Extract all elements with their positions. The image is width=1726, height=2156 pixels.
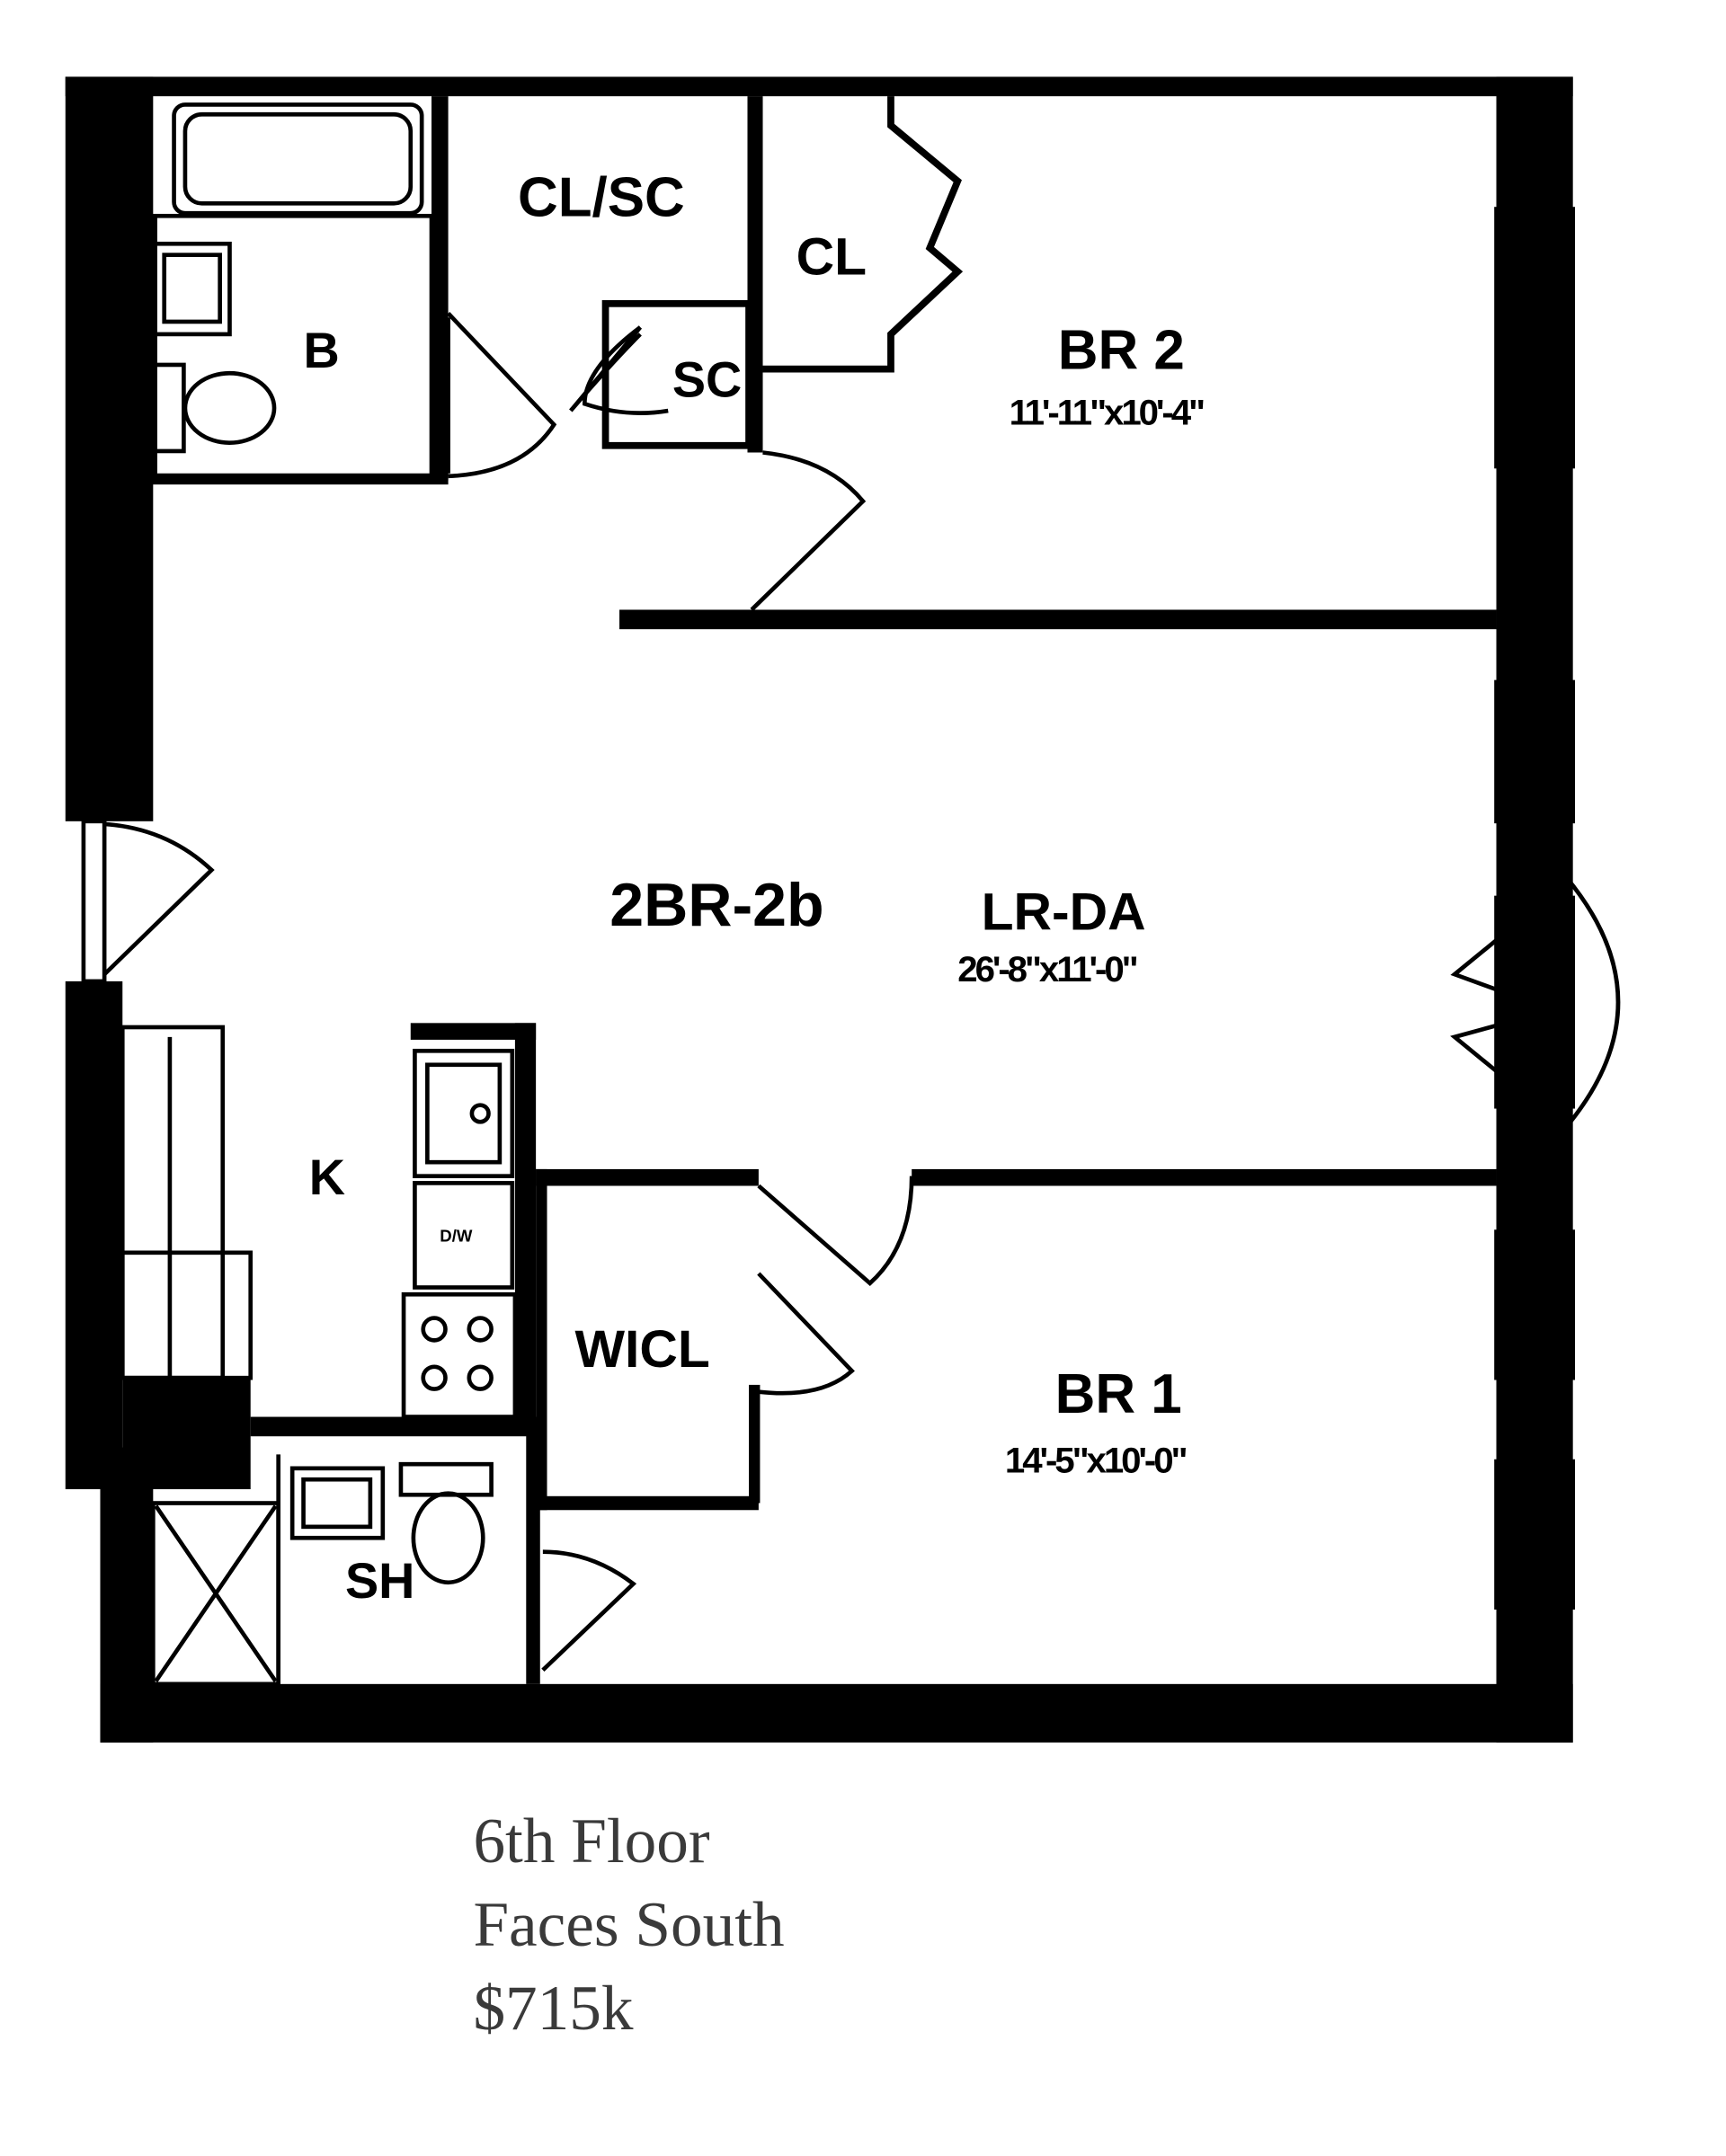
- closet-door: [762, 96, 964, 373]
- balcony-door: [1450, 875, 1621, 1129]
- sh-toilet: [398, 1461, 494, 1497]
- bathtub: [172, 102, 424, 216]
- listing-caption: 6th Floor Faces South $715k: [473, 1806, 784, 2044]
- window: [1494, 1459, 1575, 1610]
- stove: [401, 1291, 518, 1419]
- label-bath: B: [304, 323, 340, 378]
- bath-door: [446, 312, 557, 479]
- sc-door: [582, 325, 669, 415]
- label-storage: SC: [672, 352, 742, 408]
- caption-exposure: Faces South: [473, 1890, 784, 1960]
- br1-door: [757, 1176, 914, 1286]
- label-br1-size: 14'-5"x10'-0": [1005, 1440, 1187, 1480]
- caption-floor: 6th Floor: [473, 1806, 709, 1877]
- label-br1: BR 1: [1055, 1363, 1182, 1425]
- label-lr-da: LR-DA: [982, 883, 1146, 942]
- sh-sink: [289, 1466, 386, 1540]
- label-closet: CL: [796, 227, 867, 286]
- kitchen-sink: [413, 1048, 515, 1178]
- label-dishwasher: D/W: [440, 1226, 473, 1245]
- label-wicl: WICL: [574, 1320, 709, 1379]
- label-sh: SH: [345, 1553, 414, 1609]
- entry-door[interactable]: [81, 819, 215, 984]
- label-lr-da-size: 26'-8"x11'-0": [957, 949, 1136, 989]
- br2-door: [750, 450, 867, 612]
- label-unit: 2BR-2b: [609, 871, 823, 939]
- label-br2: BR 2: [1058, 320, 1185, 382]
- caption-price: $715k: [473, 1974, 633, 2044]
- sh-door: [541, 1549, 637, 1672]
- label-kitchen: K: [309, 1149, 345, 1205]
- kitchen-counter: [120, 1025, 226, 1380]
- wicl-door: [757, 1272, 855, 1396]
- bath-toilet: [151, 362, 186, 454]
- window: [1494, 679, 1575, 824]
- window: [1494, 1229, 1575, 1380]
- storage-closet: [601, 299, 752, 449]
- fixtures: [120, 96, 964, 1687]
- closet-sc-door: [569, 325, 643, 413]
- label-closet-storage: CL/SC: [518, 166, 685, 228]
- dishwasher: [413, 1181, 515, 1290]
- windows: [1450, 207, 1621, 1610]
- exterior-walls: [65, 76, 1573, 1743]
- bath-sink: [151, 241, 232, 337]
- label-br2-size: 11'-11"x10'-4": [1010, 393, 1204, 433]
- room-labels: CL/SC CL SC B BR 2 11'-11"x10'-4" 2BR-2b…: [304, 166, 1207, 1609]
- window: [1494, 207, 1575, 469]
- doors: [446, 312, 914, 1672]
